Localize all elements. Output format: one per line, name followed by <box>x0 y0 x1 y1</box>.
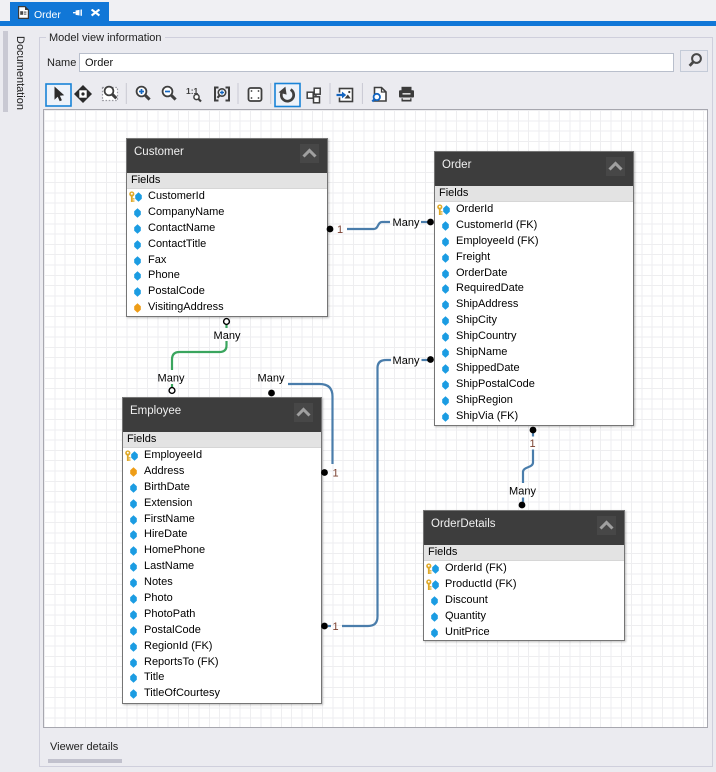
svg-text:Many: Many <box>258 373 285 385</box>
svg-text:Many: Many <box>509 486 536 498</box>
svg-text:1:1: 1:1 <box>186 86 199 96</box>
svg-text:Many: Many <box>158 373 185 385</box>
svg-text:Many: Many <box>393 355 420 367</box>
svg-text:1: 1 <box>529 438 535 450</box>
svg-text:Many: Many <box>214 330 241 342</box>
svg-text:1: 1 <box>332 621 338 633</box>
svg-text:1: 1 <box>332 468 338 480</box>
svg-text:1: 1 <box>337 224 343 236</box>
svg-text:Many: Many <box>393 217 420 229</box>
